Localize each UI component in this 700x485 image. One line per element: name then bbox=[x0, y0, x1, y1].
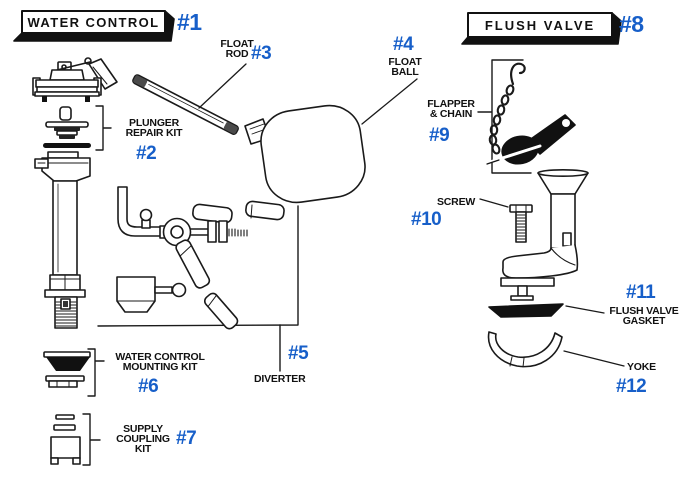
ref-11: #11 bbox=[626, 282, 656, 303]
label-flush-valve-gasket: FLUSH VALVE GASKET bbox=[609, 305, 679, 327]
water-control-head-drawing bbox=[32, 57, 118, 102]
float-ball-drawing bbox=[244, 78, 418, 204]
label-plunger-repair-kit: PLUNGER REPAIR KIT bbox=[125, 117, 183, 139]
label-flapper-chain: FLAPPER & CHAIN bbox=[427, 98, 475, 120]
flush-valve-title-box-drawing bbox=[461, 12, 622, 45]
ref-10: #10 bbox=[411, 209, 442, 230]
ref-7: #7 bbox=[176, 428, 197, 449]
ref-8: #8 bbox=[619, 11, 644, 37]
ref-1: #1 bbox=[177, 9, 202, 35]
ref-2: #2 bbox=[136, 143, 157, 164]
ballcock-body-drawing bbox=[34, 151, 91, 329]
yoke-drawing bbox=[487, 331, 625, 368]
label-float-rod: FLOAT ROD bbox=[220, 38, 254, 60]
flush-valve-body-drawing bbox=[488, 169, 605, 318]
ref-12: #12 bbox=[616, 376, 647, 397]
water-control-title: WATER CONTROL bbox=[27, 14, 160, 30]
ref-3: #3 bbox=[251, 43, 272, 64]
flapper-chain-drawing bbox=[477, 59, 576, 174]
label-mounting-kit: WATER CONTROL MOUNTING KIT bbox=[115, 351, 205, 373]
flush-valve-title: FLUSH VALVE bbox=[484, 17, 596, 33]
water-control-title-box-drawing bbox=[13, 10, 175, 42]
plunger-repair-kit-drawing bbox=[43, 105, 112, 151]
ref-5: #5 bbox=[288, 343, 309, 364]
label-yoke: YOKE bbox=[627, 361, 656, 373]
float-rod-drawing bbox=[132, 74, 239, 135]
mounting-kit-drawing bbox=[43, 348, 105, 397]
label-screw: SCREW bbox=[437, 196, 476, 208]
label-diverter: DIVERTER bbox=[254, 373, 306, 385]
ref-9: #9 bbox=[429, 125, 450, 146]
flush-valve-gasket-drawing bbox=[488, 303, 564, 318]
screw-drawing bbox=[479, 198, 533, 243]
label-supply-coupling-kit: SUPPLY COUPLING KIT bbox=[116, 423, 170, 455]
diverter-group-drawing bbox=[97, 186, 299, 372]
ref-6: #6 bbox=[138, 376, 159, 397]
ref-4: #4 bbox=[393, 34, 414, 55]
supply-coupling-kit-drawing bbox=[50, 413, 101, 466]
label-float-ball: FLOAT BALL bbox=[388, 56, 422, 78]
float-rod-leader-line bbox=[198, 63, 247, 109]
